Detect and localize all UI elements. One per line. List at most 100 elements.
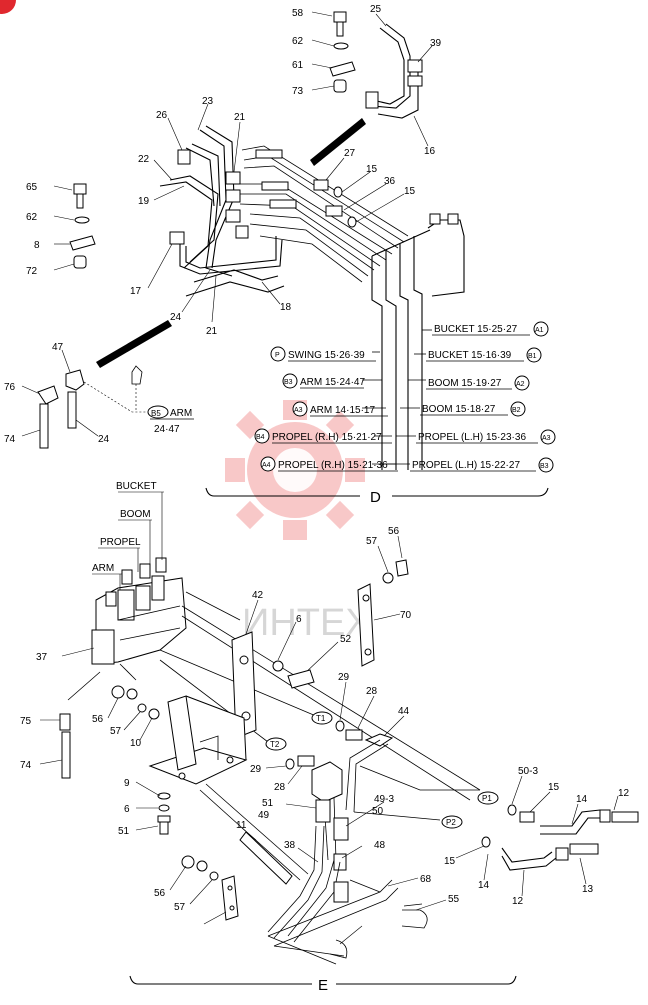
valve-label-propel: PROPEL bbox=[100, 537, 141, 548]
port-label-bucket-a1: BUCKET 15·25·27 bbox=[434, 324, 518, 335]
valve-label-boom: BOOM bbox=[120, 509, 151, 520]
left-fittings bbox=[59, 685, 171, 835]
callout-15d: 15 bbox=[444, 856, 456, 867]
callout-50: 49-3 bbox=[374, 794, 394, 805]
svg-text:B3: B3 bbox=[284, 379, 293, 386]
callout-27: 27 bbox=[344, 148, 356, 159]
callout-48: 48 bbox=[374, 840, 386, 851]
callout-58: 58 bbox=[292, 8, 304, 19]
callout-57a: 57 bbox=[366, 536, 378, 547]
callout-56a: 56 bbox=[388, 526, 400, 537]
callout-29b: 29 bbox=[250, 764, 262, 775]
valve-label-arm: ARM bbox=[92, 563, 114, 574]
callout-45: 38 bbox=[284, 840, 296, 851]
port-label-swing-p: SWING 15·26·39 bbox=[288, 350, 365, 361]
svg-text:B5: B5 bbox=[151, 409, 161, 418]
callout-49: 51 bbox=[262, 798, 274, 809]
svg-text:B2: B2 bbox=[512, 407, 521, 414]
callout-6a: 6 bbox=[296, 614, 302, 625]
svg-text:A3: A3 bbox=[294, 407, 303, 414]
section-e-bracket bbox=[129, 975, 517, 985]
tag-t2: T2 bbox=[265, 737, 287, 751]
svg-text:P1: P1 bbox=[482, 794, 492, 803]
plate-70 bbox=[357, 559, 409, 667]
port-label-propel-rh-a4: PROPEL (R.H) 15·21·36 bbox=[278, 460, 388, 471]
callout-28b: 28 bbox=[274, 782, 286, 793]
pipe-25 bbox=[365, 23, 423, 119]
callout-62: 62 bbox=[292, 36, 304, 47]
callout-61: 61 bbox=[292, 60, 304, 71]
callout-8: 8 bbox=[34, 240, 40, 251]
elbow-47-group bbox=[37, 365, 148, 449]
svg-text:A3: A3 bbox=[542, 435, 551, 442]
callout-15b: 15 bbox=[404, 186, 416, 197]
callout-44: 44 bbox=[398, 706, 410, 717]
lower-washers-plate bbox=[181, 855, 239, 921]
port-label-bucket-b1: BUCKET 15·16·39 bbox=[428, 350, 512, 361]
callout-74a: 74 bbox=[4, 434, 16, 445]
callout-50-3: 50 bbox=[372, 806, 384, 817]
callout-15c: 50-3 bbox=[518, 766, 538, 777]
callout-18: 18 bbox=[280, 302, 292, 313]
callout-10: 10 bbox=[130, 738, 142, 749]
callout-72: 72 bbox=[26, 266, 38, 277]
callout-49-3: 49 bbox=[258, 810, 270, 821]
support-frame bbox=[148, 695, 248, 785]
tag-p2: P2 bbox=[441, 815, 463, 829]
port-label-propel-lh-a3: PROPEL (L.H) 15·23·36 bbox=[418, 432, 526, 443]
callout-36: 36 bbox=[384, 176, 396, 187]
callout-28a: 28 bbox=[366, 686, 378, 697]
callout-76: 76 bbox=[4, 382, 16, 393]
pipe-bundle bbox=[239, 145, 409, 283]
bracket-42 bbox=[231, 631, 257, 739]
callout-12a: 14 bbox=[576, 794, 588, 805]
watermark-text: ИНТЕХ bbox=[242, 602, 371, 644]
port-label-arm-a3: ARM 14·15·17 bbox=[310, 405, 375, 416]
callout-57c: 57 bbox=[174, 902, 186, 913]
valve-label-bucket: BUCKET bbox=[116, 481, 157, 492]
tag-t1: T1 bbox=[311, 711, 333, 725]
callout-11: 12 bbox=[618, 788, 630, 799]
callout-56b: 56 bbox=[92, 714, 104, 725]
callout-52: 52 bbox=[340, 634, 352, 645]
svg-text:B1: B1 bbox=[528, 353, 537, 360]
callout-25: 25 bbox=[370, 4, 382, 15]
callout-56c: 56 bbox=[154, 888, 166, 899]
svg-text:A1: A1 bbox=[535, 327, 544, 334]
callout-65: 65 bbox=[26, 182, 38, 193]
bolt-58 bbox=[329, 11, 356, 93]
callout-47: 47 bbox=[52, 342, 64, 353]
hoses-lower bbox=[199, 783, 428, 965]
section-d-label: D bbox=[370, 489, 381, 506]
port-label-arm-b3: ARM 15·24·47 bbox=[300, 377, 365, 388]
pipe-12-group bbox=[481, 804, 639, 871]
callout-46: 68 bbox=[420, 874, 432, 885]
callout-19: 19 bbox=[138, 196, 150, 207]
fittings-27-36 bbox=[313, 179, 357, 228]
callout-75: 75 bbox=[20, 716, 32, 727]
pipe-group-19-23 bbox=[159, 125, 285, 297]
section-d-bracket bbox=[205, 487, 549, 497]
callout-51: 51 bbox=[118, 826, 130, 837]
callout-21a: 21 bbox=[234, 112, 246, 123]
valve-block-top bbox=[371, 213, 465, 470]
callout-70: 70 bbox=[400, 610, 412, 621]
callout-39: 39 bbox=[430, 38, 442, 49]
callout-38: 11 bbox=[236, 820, 247, 831]
bolt-65 bbox=[69, 183, 96, 269]
callout-16: 16 bbox=[424, 146, 436, 157]
bolt-52 bbox=[287, 669, 315, 689]
callout-6b: 6 bbox=[124, 804, 130, 815]
callout-17: 17 bbox=[130, 286, 142, 297]
callout-57b: 57 bbox=[110, 726, 122, 737]
callout-15a: 15 bbox=[366, 164, 378, 175]
svg-text:A2: A2 bbox=[516, 381, 525, 388]
callout-42: 42 bbox=[252, 590, 264, 601]
callout-24b: 24 bbox=[98, 434, 110, 445]
svg-text:B3: B3 bbox=[540, 463, 549, 470]
svg-text:A4: A4 bbox=[262, 462, 271, 469]
port-label-list: BUCKET 15·25·27 A1 BUCKET 15·16·39 B1 BO… bbox=[254, 321, 556, 473]
port-label-propel-rh-b4: PROPEL (R.H) 15·21·27 bbox=[272, 432, 382, 443]
section-e-label: E bbox=[318, 977, 328, 994]
